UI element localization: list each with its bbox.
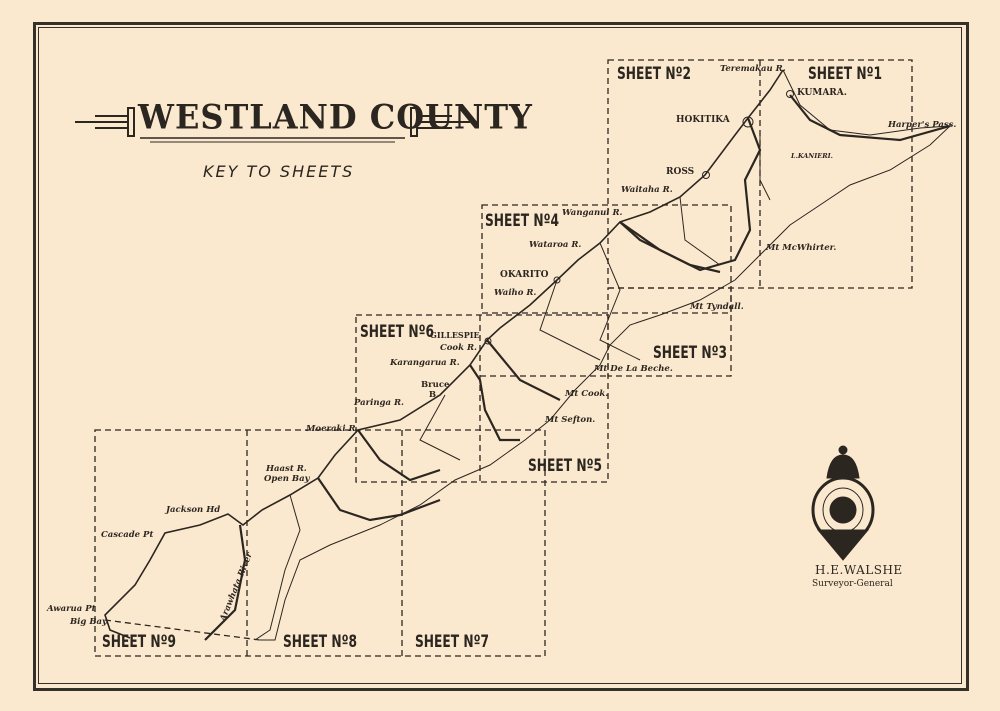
sheet-box-3 bbox=[607, 287, 732, 377]
map-inner-border bbox=[38, 27, 962, 684]
label-waiho: Waiho R. bbox=[494, 288, 537, 298]
label-bruce-bay: Bruce B. bbox=[421, 380, 450, 400]
sheet-label-8[interactable]: SHEET Nº8 bbox=[283, 632, 358, 652]
surveyor-name: H.E.WALSHE bbox=[815, 563, 903, 577]
map-title: WESTLAND COUNTY bbox=[138, 97, 533, 137]
town-kumara: KUMARA. bbox=[797, 88, 847, 98]
label-mt-mcwhirter: Mt McWhirter. bbox=[766, 243, 837, 253]
label-haast: Haast R. bbox=[266, 464, 307, 474]
label-open-bay: Open Bay bbox=[264, 474, 310, 484]
sheet-label-4[interactable]: SHEET Nº4 bbox=[485, 211, 560, 231]
label-cook-r: Cook R. bbox=[440, 343, 477, 353]
label-cascade-point: Cascade Pt bbox=[101, 530, 154, 540]
sheet-label-3[interactable]: SHEET Nº3 bbox=[653, 343, 728, 363]
sheet-label-6[interactable]: SHEET Nº6 bbox=[360, 322, 435, 342]
label-paringa: Paringa R. bbox=[354, 398, 404, 408]
map-border bbox=[33, 22, 969, 691]
label-moeraki: Moeraki R. bbox=[306, 424, 359, 434]
town-ross: ROSS bbox=[666, 167, 695, 177]
label-wataroa: Wataroa R. bbox=[529, 240, 582, 250]
label-teremakau: Teremakau R. bbox=[720, 64, 786, 74]
label-lake-kanieri: L.KANIERI. bbox=[791, 152, 833, 160]
label-awarua-point: Awarua Pt bbox=[47, 604, 96, 614]
sheet-box-6-5 bbox=[355, 314, 609, 483]
label-mt-sefton: Mt Sefton. bbox=[545, 415, 596, 425]
sheet-label-1[interactable]: SHEET Nº1 bbox=[808, 64, 883, 84]
sheet-label-2[interactable]: SHEET Nº2 bbox=[617, 64, 692, 84]
title-ornament-right bbox=[410, 107, 470, 137]
lands-and-survey-seal bbox=[811, 445, 875, 561]
town-okarito: OKARITO bbox=[500, 270, 549, 280]
label-mt-tyndall: Mt Tyndall. bbox=[690, 302, 744, 312]
town-gillespie: GILLESPIE bbox=[430, 330, 480, 340]
sheet-label-5[interactable]: SHEET Nº5 bbox=[528, 456, 603, 476]
sheet-box-9-8-7 bbox=[94, 429, 546, 657]
label-mt-cook: Mt Cook. bbox=[565, 389, 609, 399]
label-wanganui: Wanganui R. bbox=[562, 208, 623, 218]
map-subtitle: KEY TO SHEETS bbox=[203, 162, 355, 181]
label-harpers-pass: Harper's Pass. bbox=[888, 120, 957, 130]
sheet-boundaries bbox=[94, 59, 913, 657]
sheet-label-7[interactable]: SHEET Nº7 bbox=[415, 632, 490, 652]
label-karangarua: Karangarua R. bbox=[390, 358, 460, 368]
label-big-bay: Big Bay. bbox=[70, 617, 109, 627]
label-waitaha: Waitaha R. bbox=[621, 185, 673, 195]
sheet-box-4 bbox=[481, 204, 732, 314]
label-jackson-head: Jackson Hd bbox=[166, 505, 221, 515]
surveyor-title: Surveyor-General bbox=[812, 579, 893, 589]
sheet-label-9[interactable]: SHEET Nº9 bbox=[102, 632, 177, 652]
title-ornament-left bbox=[75, 107, 135, 137]
label-mt-de-la-beche: Mt De La Beche. bbox=[594, 364, 673, 374]
town-hokitika: HOKITIKA bbox=[676, 115, 730, 125]
